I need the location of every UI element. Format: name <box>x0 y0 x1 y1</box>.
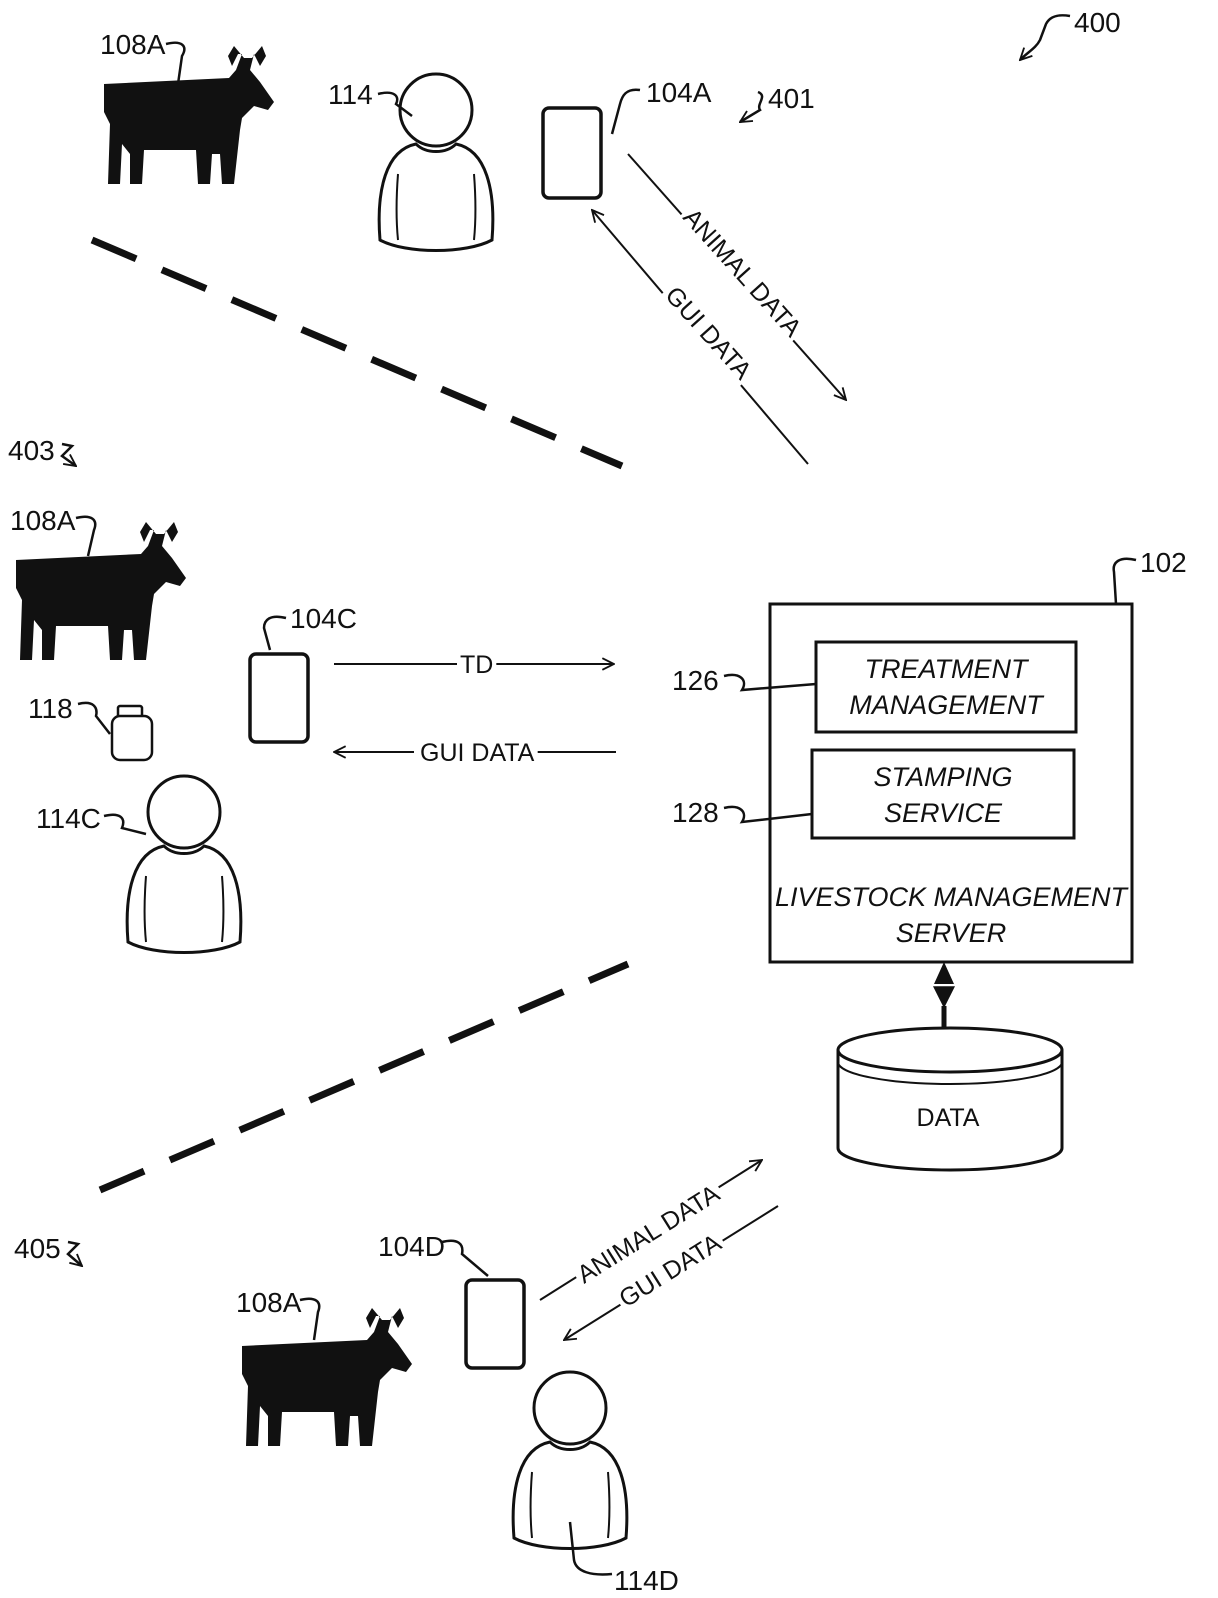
gui-data-label: GUI DATA <box>420 739 535 767</box>
server-title: SERVER <box>896 918 1007 948</box>
animal-ref: 108A <box>100 29 166 60</box>
module-ref: 126 <box>672 665 719 696</box>
cow-icon <box>104 46 274 184</box>
figure-ref-400: 400 <box>1020 7 1121 60</box>
server-ref: 102 <box>1140 547 1187 578</box>
bottom-scene: 108A 104D 114D ANIMAL DATA GUI DATA <box>236 1160 779 1596</box>
database-icon: DATA <box>836 1026 1064 1172</box>
scene-ref-403: 403 <box>8 435 76 466</box>
gui-data-label: GUI DATA <box>660 281 758 385</box>
figure-number: 400 <box>1074 7 1121 38</box>
database-label: DATA <box>917 1104 980 1132</box>
leader-line <box>299 1297 321 1341</box>
leader-line <box>441 1239 489 1277</box>
device-ref: 104C <box>290 603 357 634</box>
livestock-management-server: 102 TREATMENT MANAGEMENT 126 STAMPING SE… <box>672 547 1187 964</box>
stamping-service-module <box>810 748 1076 840</box>
leader-line <box>77 701 111 735</box>
label-backing <box>611 1226 730 1316</box>
label-backing <box>569 1176 728 1292</box>
label-backing <box>417 738 538 768</box>
treatment-management-module <box>814 640 1078 734</box>
label-backing <box>457 650 497 680</box>
user-ref: 114D <box>614 1565 679 1596</box>
module-line: MANAGEMENT <box>849 690 1045 720</box>
person-icon <box>125 774 243 954</box>
cow-icon <box>16 522 186 660</box>
server-title: LIVESTOCK MANAGEMENT <box>775 882 1130 912</box>
leader-line <box>165 41 186 85</box>
animal-ref: 108A <box>236 1287 302 1318</box>
cow-icon <box>242 1308 412 1446</box>
middle-scene: 108A 104C 118 114C TD GUI DATA <box>10 505 616 954</box>
user-ref: 114C <box>36 803 101 834</box>
leader-line <box>1112 557 1137 605</box>
module-line: STAMPING <box>873 762 1012 792</box>
leader-line <box>568 1521 613 1576</box>
leader-line <box>610 88 641 135</box>
product-ref: 118 <box>28 693 73 724</box>
module-line: TREATMENT <box>865 654 1030 684</box>
tablet-icon <box>464 1278 526 1370</box>
scene-ref-401: 401 <box>740 83 815 122</box>
leader-line <box>262 615 287 651</box>
tablet-icon <box>248 652 310 744</box>
td-label: TD <box>460 651 493 679</box>
device-ref: 104A <box>646 77 712 108</box>
scene-ref-405: 405 <box>14 1233 82 1266</box>
separator-top <box>90 236 624 470</box>
animal-ref: 108A <box>10 505 76 536</box>
leader-line <box>723 805 813 824</box>
leader-line <box>723 673 817 692</box>
module-line: SERVICE <box>884 798 1003 828</box>
leader-line <box>377 91 413 117</box>
tablet-icon <box>541 106 603 200</box>
scene-ref-middle: 403 <box>8 435 55 466</box>
label-backing <box>674 200 810 346</box>
leader-line <box>103 813 147 836</box>
module-ref: 128 <box>672 797 719 828</box>
server-db-arrow-head-up <box>934 962 954 984</box>
label-backing <box>656 278 760 389</box>
medicine-bottle-icon <box>110 704 154 762</box>
device-ref: 104D <box>378 1231 445 1262</box>
user-ref: 114 <box>328 79 373 110</box>
leader-line <box>75 515 97 557</box>
separator-bottom <box>98 960 630 1194</box>
scene-ref-bottom: 405 <box>14 1233 61 1264</box>
scene-ref-top: 401 <box>768 83 815 114</box>
